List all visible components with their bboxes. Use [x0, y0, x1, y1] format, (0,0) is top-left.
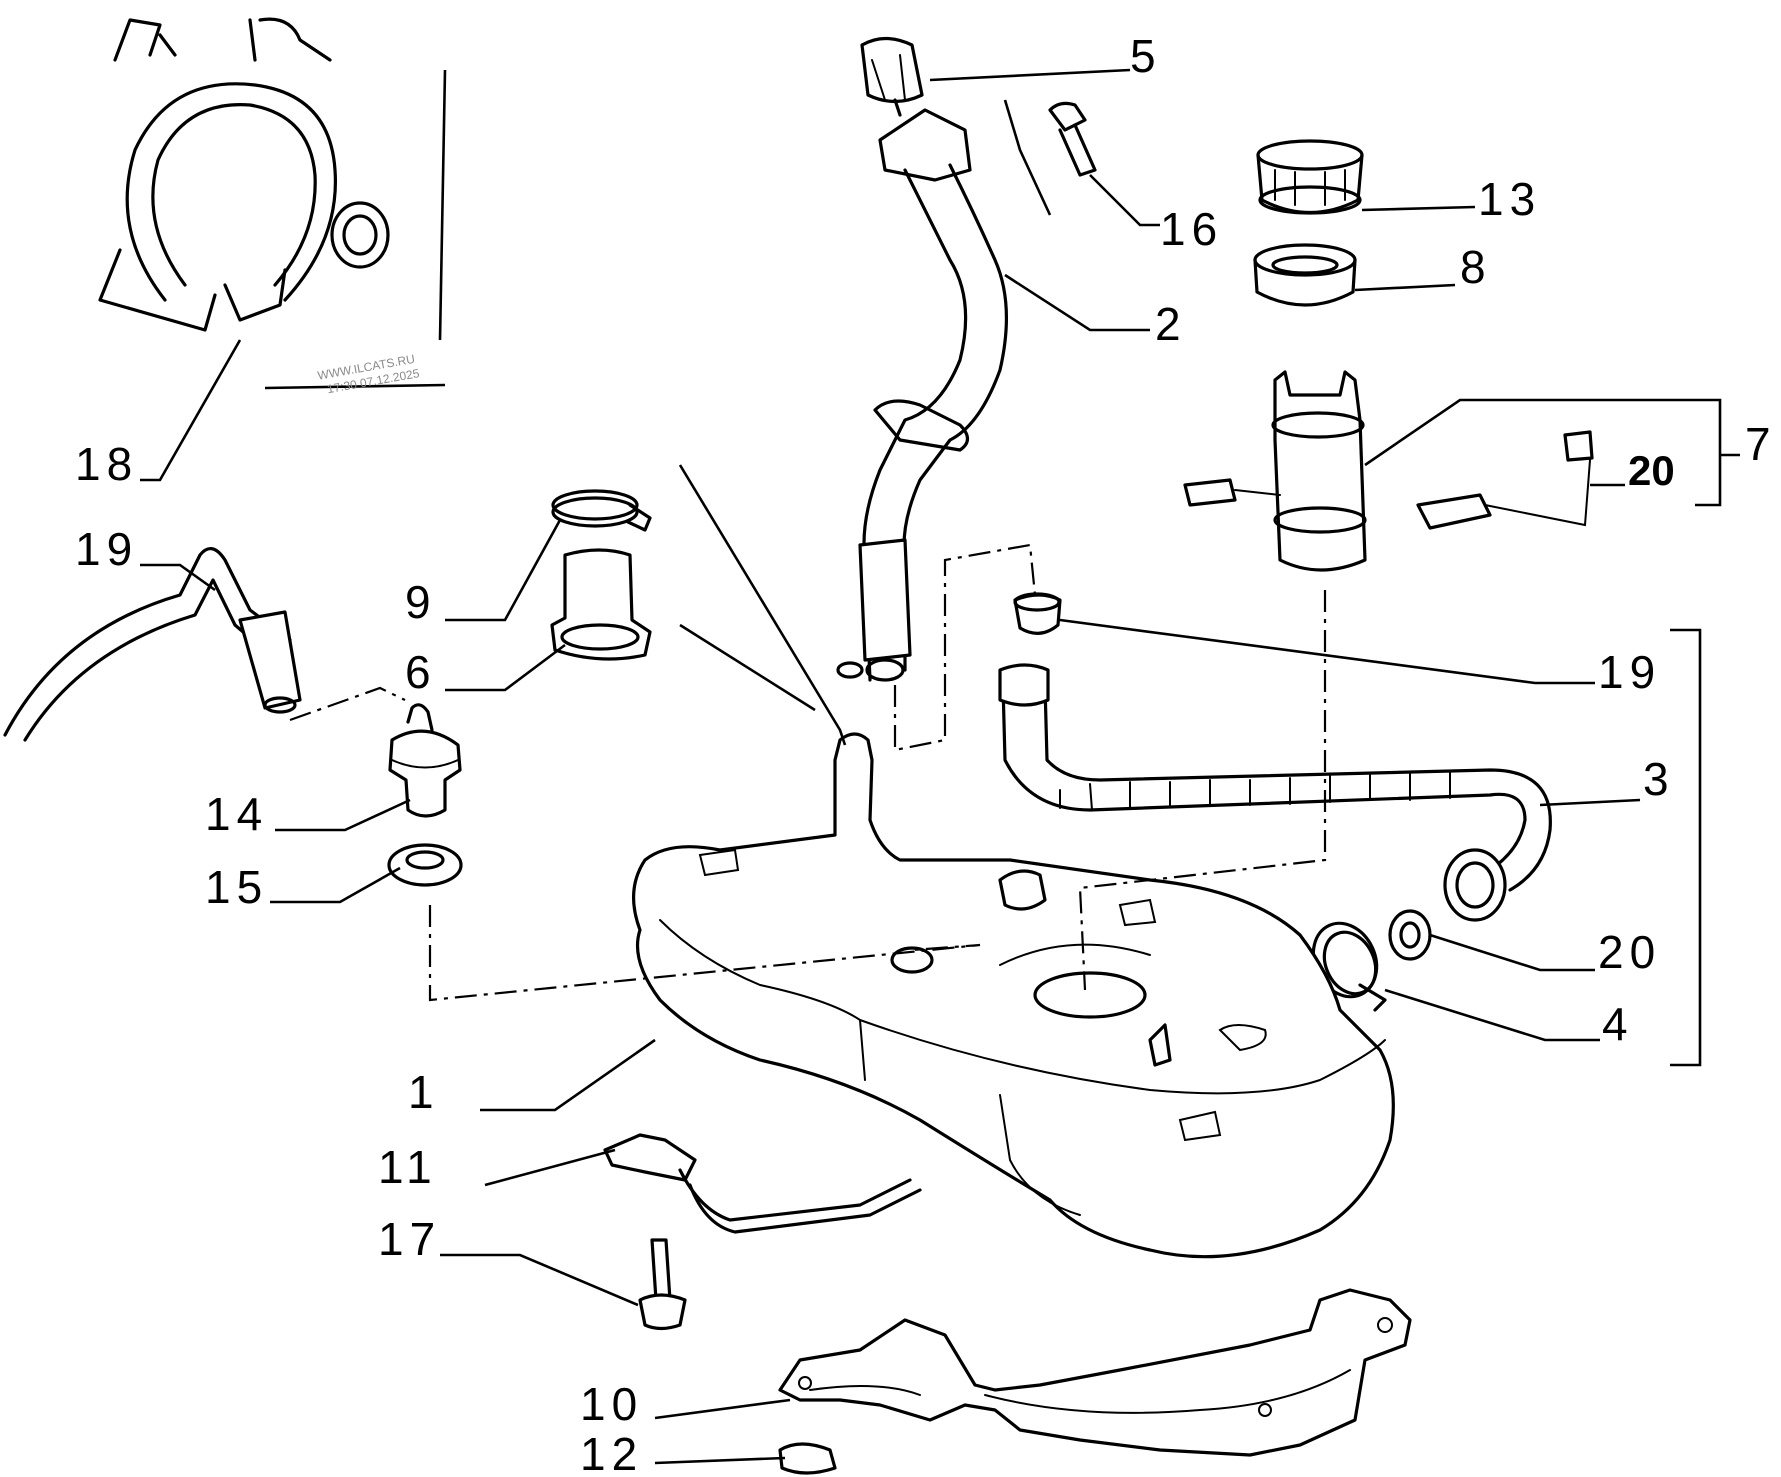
part-10-shield-bracket[interactable]	[778, 1288, 1412, 1457]
callout-8[interactable]: 8	[1460, 241, 1492, 293]
part-6-rubber-sleeve[interactable]	[550, 548, 652, 661]
part-13-lock-ring[interactable]	[1256, 139, 1364, 215]
part-14-vent-valve[interactable]	[388, 703, 462, 818]
callout-2[interactable]: 2	[1155, 298, 1187, 350]
callout-20-upper[interactable]: 19	[1598, 646, 1661, 698]
part-19-vent-pipe[interactable]	[3, 547, 302, 742]
part-20-plug-upper[interactable]	[1013, 592, 1062, 635]
callout-21[interactable]: 20	[1628, 447, 1675, 494]
callout-4[interactable]: 4	[1602, 998, 1634, 1050]
part-16-bolt[interactable]	[1048, 101, 1097, 177]
callout-6[interactable]: 6	[405, 646, 437, 698]
part-9-hose-clamp[interactable]	[551, 489, 652, 532]
leader-lines	[140, 68, 1740, 1465]
callout-10[interactable]: 10	[580, 1378, 643, 1430]
part-18-bracket-ring[interactable]	[98, 17, 390, 332]
part-5-plug[interactable]	[860, 36, 924, 117]
part-3-corrugated-hose[interactable]	[998, 663, 1552, 922]
callout-15[interactable]: 15	[205, 861, 268, 913]
callout-7[interactable]: 7	[1745, 418, 1777, 470]
watermark: WWW.ILCATS.RU 17:30 07.12.2025	[317, 352, 421, 396]
callout-9[interactable]: 9	[405, 576, 437, 628]
callout-1[interactable]: 1	[408, 1066, 440, 1118]
callout-11[interactable]: 11	[378, 1141, 438, 1193]
part-21-level-sensor[interactable]	[1416, 430, 1594, 530]
callout-14[interactable]: 14	[205, 788, 268, 840]
callout-13[interactable]: 13	[1478, 173, 1541, 225]
callout-3[interactable]: 3	[1643, 753, 1675, 805]
part-11-strap[interactable]	[603, 1133, 922, 1234]
callout-18[interactable]: 18	[75, 438, 138, 490]
part-17-bolt[interactable]	[638, 1238, 687, 1331]
callout-labels: 5 16 2 13 8 7 20 19 3 20 4 18 19 9 6 14 …	[75, 30, 1777, 1477]
part-7-fuel-pump[interactable]	[1183, 370, 1367, 572]
part-1-fuel-tank[interactable]	[631, 732, 1395, 1259]
callout-12[interactable]: 12	[580, 1428, 643, 1477]
callout-17[interactable]: 17	[378, 1213, 441, 1265]
part-15-grommet[interactable]	[387, 843, 463, 887]
part-20-plug-lower[interactable]	[1388, 909, 1432, 961]
callout-20-lower[interactable]: 20	[1598, 926, 1661, 978]
callout-5[interactable]: 5	[1130, 30, 1162, 82]
part-8-seal-ring[interactable]	[1253, 243, 1357, 307]
alignment-lines	[289, 543, 1327, 1002]
part-2-filler-neck[interactable]	[836, 108, 1009, 682]
callout-19[interactable]: 19	[75, 523, 138, 575]
callout-16[interactable]: 16	[1160, 203, 1223, 255]
part-12-clip[interactable]	[778, 1442, 837, 1475]
